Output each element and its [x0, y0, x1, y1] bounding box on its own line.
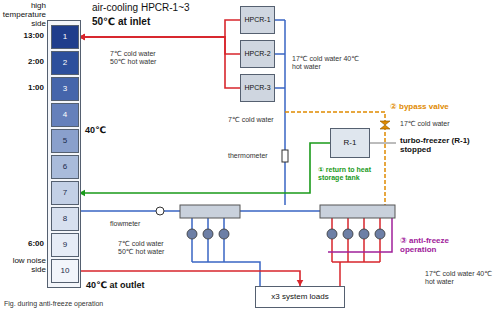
annotation-label: 40℃ at outlet — [86, 280, 144, 290]
annotation-label: ③ anti-freeze operation — [400, 236, 472, 254]
annotation-label: 7℃ cold water 50℃ hot water — [118, 240, 174, 256]
temperature-label: 40℃ — [85, 126, 106, 136]
pump-symbol — [327, 229, 337, 239]
annotation-label: 13:00 — [2, 31, 44, 40]
tank-layer: 10 — [51, 259, 79, 283]
bypass-pipe — [285, 112, 385, 205]
system-loads: x3 system loads — [255, 286, 345, 308]
pump-symbol — [187, 229, 197, 239]
tank-layer: 4 — [51, 103, 79, 127]
node-text: 7 — [63, 189, 67, 198]
node-text: HPCR-2 — [244, 50, 270, 58]
annotation-label: 17℃ cold water 40℃ hot water — [425, 270, 497, 286]
node-text: 3 — [63, 85, 67, 94]
node-text: HPCR-3 — [244, 84, 270, 92]
node-text: HPCR-1 — [244, 16, 270, 24]
flowmeter-symbol — [156, 207, 164, 215]
node-text: 8 — [63, 215, 67, 224]
header-left — [180, 205, 240, 218]
node-text: 4 — [63, 111, 67, 120]
tank-layer: 2 — [51, 51, 79, 75]
annotation-label: low noise side — [2, 256, 46, 274]
annotation-label: flowmeter — [110, 220, 140, 228]
tank-layer: 7 — [51, 181, 79, 205]
annotation-label: 50℃ at inlet — [92, 16, 150, 28]
annotation-label: 1:00 — [2, 83, 44, 92]
node-text: 6 — [63, 163, 67, 172]
node-text: x3 system loads — [271, 293, 328, 302]
tank-layer: 1 — [51, 25, 79, 49]
header-right — [320, 205, 395, 218]
thermometer-symbol — [282, 150, 288, 162]
figure-caption: Fig. during anti-freeze operation — [4, 300, 103, 308]
tank-layer: 9 — [51, 233, 79, 257]
tank-layer: 6 — [51, 155, 79, 179]
node-text: 9 — [63, 241, 67, 250]
heat-pump-unit: HPCR-2 — [240, 40, 275, 68]
annotation-label: 2:00 — [2, 57, 44, 66]
annotation-label: ② bypass valve — [390, 102, 449, 111]
pump-symbol — [203, 229, 213, 239]
annotation-label: thermometer — [228, 152, 268, 160]
pipe-connector — [79, 143, 330, 196]
pump-pipe — [192, 218, 260, 286]
heat-storage-tank: 40℃12345678910 — [47, 20, 81, 288]
node-text: R-1 — [344, 139, 357, 148]
pipe-line — [79, 37, 240, 88]
annotation-label: ① return to heat storage tank — [318, 166, 382, 182]
node-text: 10 — [61, 267, 70, 276]
annotation-label: 7℃ cold water — [228, 116, 274, 124]
pump-symbol — [359, 229, 369, 239]
annotation-label: 6:00 — [2, 239, 44, 248]
annotation-label: air-cooling HPCR-1~3 — [92, 2, 190, 14]
heat-pump-unit: HPCR-3 — [240, 74, 275, 102]
node-text: 2 — [63, 59, 67, 68]
node-text: 1 — [63, 33, 67, 42]
heat-pump-unit: HPCR-1 — [240, 6, 275, 34]
node-text: 5 — [63, 137, 67, 146]
pump-symbol — [375, 229, 385, 239]
freezer-leader — [370, 143, 396, 144]
pipe-connector — [79, 34, 240, 88]
pump-symbol — [219, 229, 229, 239]
pump-symbol — [343, 229, 353, 239]
annotation-label: high temperature side — [2, 1, 46, 29]
tank-layer: 5 — [51, 129, 79, 153]
anti-freeze-line — [328, 218, 392, 252]
annotation-label: 17℃ cold water 40℃ hot water — [292, 55, 362, 71]
tank-layer: 8 — [51, 207, 79, 231]
pipe-line — [79, 37, 240, 54]
pipe-line — [79, 143, 330, 193]
bypass-valve — [380, 121, 390, 129]
annotation-label: 17℃ cold water — [400, 120, 450, 128]
tank-layer: 3 — [51, 77, 79, 101]
annotation-label: 7℃ cold water 50℃ hot water — [110, 50, 166, 66]
annotation-label: turbo-freezer (R-1) stopped — [400, 136, 490, 154]
turbo-freezer: R-1 — [330, 128, 370, 158]
